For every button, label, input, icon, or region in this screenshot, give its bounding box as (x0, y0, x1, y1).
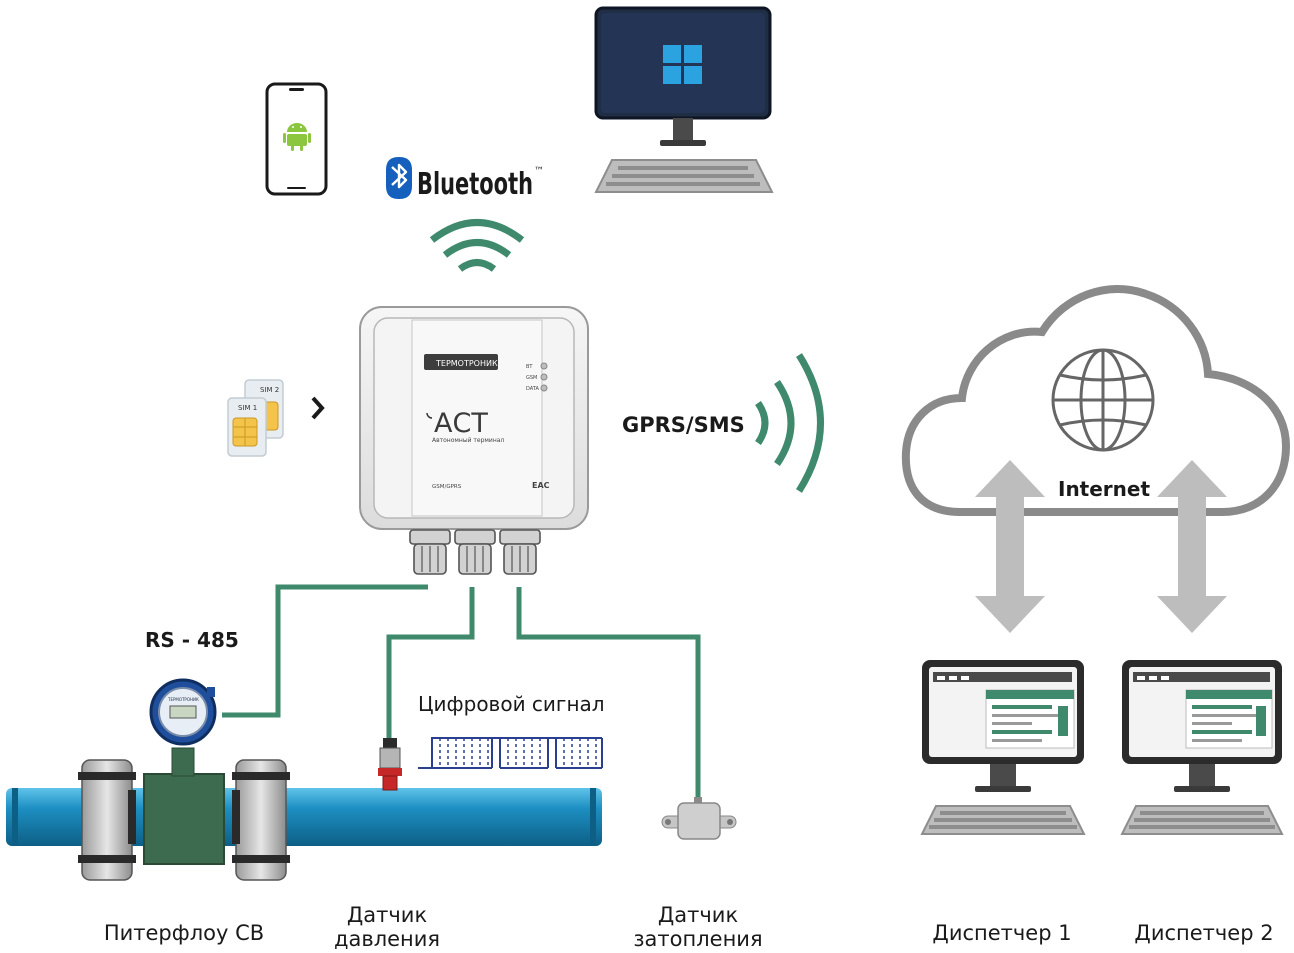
device-mode: GSM/GPRS (432, 484, 462, 490)
pressure-sensor (378, 738, 402, 791)
dispatcher-2-label: Диспетчер 2 (1134, 921, 1274, 945)
indicator-gsm: GSM (526, 375, 537, 381)
connection-wires (222, 584, 701, 797)
gprs-sms-label: GPRS/SMS (622, 413, 745, 437)
dispatcher-1-label: Диспетчер 1 (932, 921, 1072, 945)
sim1-label: SIM 1 (238, 404, 257, 412)
flood-sensor (661, 797, 737, 840)
flowmeter-brand: ТЕРМОТРОНИК (167, 697, 199, 702)
device-name: АСТ (434, 408, 488, 439)
device-subtitle: Автономный терминал (432, 437, 504, 444)
bluetooth-label: Bluetooth (417, 167, 533, 202)
device-brand: ТЕРМОТРОНИК (435, 359, 498, 368)
internet-exchange-arrows (975, 460, 1227, 633)
flood-sensor-label-line1: Датчик (657, 903, 739, 927)
rs485-label: RS - 485 (145, 628, 239, 652)
digital-signal-waveform (418, 737, 603, 769)
flood-sensor-label-line2: затопления (633, 927, 763, 951)
indicator-data: DATA (526, 386, 539, 392)
pressure-sensor-label: Датчик давления (322, 903, 452, 951)
android-phone-icon (265, 82, 328, 196)
bluetooth-trademark: ™ (534, 166, 544, 177)
sim2-label: SIM 2 (260, 386, 279, 394)
pressure-sensor-label-line1: Датчик (346, 903, 428, 927)
pressure-sensor-label-line2: давления (333, 927, 441, 951)
dispatcher-2-computer (1120, 660, 1284, 835)
gprs-signal-waves (755, 353, 824, 493)
internet-label: Internet (1058, 477, 1150, 501)
flowmeter-flanges (78, 759, 290, 881)
dispatcher-1-computer (920, 660, 1086, 835)
windows-desktop-icon (594, 6, 774, 193)
chevron-right-icon (311, 396, 325, 420)
device-cert-mark: EAC (532, 481, 550, 490)
act-terminal-device: ТЕРМОТРОНИК BT GSM DATA АСТ Автономный т… (359, 306, 589, 575)
digital-signal-label: Цифровой сигнал (418, 692, 605, 716)
indicator-bt: BT (526, 364, 533, 370)
sim-cards-icon: SIM 2 SIM 1 (227, 379, 284, 457)
bluetooth-signal-waves (429, 219, 525, 272)
globe-icon (1051, 348, 1155, 452)
piterflow-label: Питерфлоу СВ (103, 921, 265, 945)
flood-sensor-label: Датчик затопления (624, 903, 772, 951)
bluetooth-icon (386, 157, 412, 199)
flowmeter-body: ТЕРМОТРОНИК (143, 678, 225, 865)
